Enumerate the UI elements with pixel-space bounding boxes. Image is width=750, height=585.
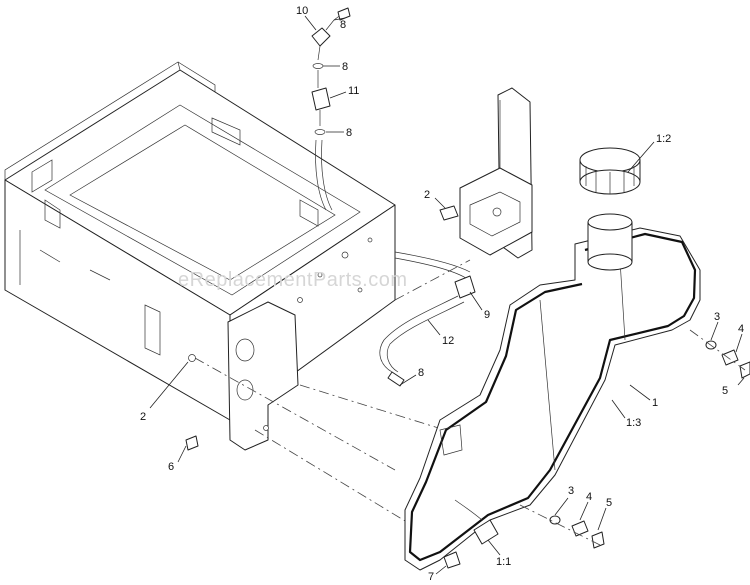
callout-2: 2 bbox=[140, 411, 146, 423]
watermark-text: eReplacementParts.com bbox=[178, 269, 407, 291]
callout-5: 5 bbox=[722, 385, 728, 397]
tank-mount-bracket bbox=[439, 87, 533, 259]
callout-6: 6 bbox=[168, 461, 174, 473]
callout-9: 9 bbox=[484, 309, 490, 321]
vent-hose-assembly bbox=[311, 7, 351, 211]
callout-10: 10 bbox=[296, 5, 308, 17]
callout-7: 7 bbox=[428, 571, 434, 583]
callout-8: 8 bbox=[342, 61, 348, 73]
callout-12: 12 bbox=[442, 335, 454, 347]
callout-3: 3 bbox=[714, 311, 720, 323]
callout-1-2: 1:2 bbox=[656, 133, 671, 145]
callout-leaders bbox=[149, 15, 745, 575]
callout-8: 8 bbox=[340, 19, 346, 31]
fuel-line bbox=[379, 251, 476, 387]
callout-labels: 10 8 8 11 8 1:2 2 9 12 8 2 6 3 4 5 1 1:3… bbox=[140, 5, 744, 583]
callout-4: 4 bbox=[586, 491, 592, 503]
callout-3: 3 bbox=[568, 485, 574, 497]
callout-1-1: 1:1 bbox=[496, 556, 511, 568]
frame-assembly bbox=[4, 61, 471, 531]
mount-hardware bbox=[443, 329, 750, 569]
callout-8: 8 bbox=[418, 367, 424, 379]
fuel-tank bbox=[404, 147, 701, 571]
callout-1: 1 bbox=[652, 397, 658, 409]
callout-4: 4 bbox=[738, 323, 744, 335]
callout-11: 11 bbox=[348, 85, 359, 97]
callout-2: 2 bbox=[424, 189, 430, 201]
callout-8: 8 bbox=[346, 127, 352, 139]
callout-1-3: 1:3 bbox=[626, 417, 641, 429]
callout-5: 5 bbox=[606, 497, 612, 509]
